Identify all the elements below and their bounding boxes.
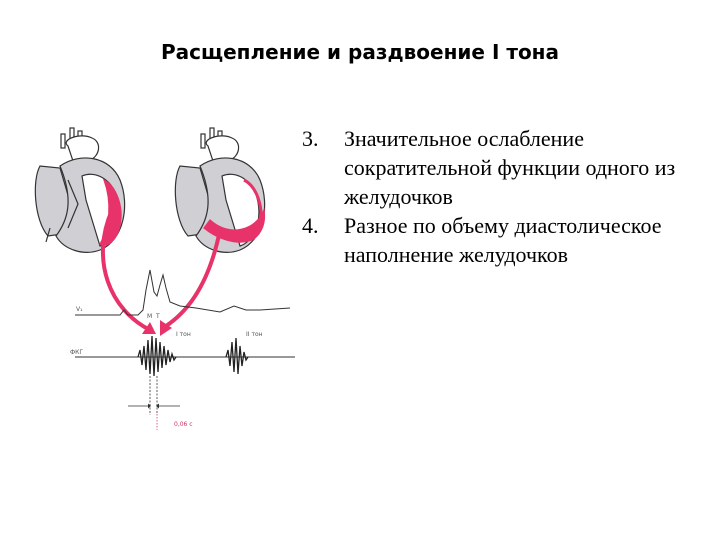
- label-t: T: [155, 313, 160, 320]
- pcg-second-sound: [225, 337, 249, 375]
- reason-list: 3. Значительное ослабление сократительно…: [302, 124, 712, 269]
- label-tone-1: I тон: [176, 331, 191, 338]
- label-fkg: ФКГ: [70, 349, 83, 356]
- interval-arrowhead-right: [156, 403, 159, 409]
- heart-sound-figure: V₁ ФКГ M T I тон II тон 0,06 с: [20, 110, 305, 440]
- heart-left-diagram: [34, 127, 126, 253]
- ecg-trace: [75, 269, 291, 316]
- list-number: 3.: [302, 126, 319, 151]
- slide-title: Расщепление и раздвоение I тона: [160, 40, 559, 64]
- label-m: M: [147, 313, 152, 320]
- list-item: 4. Разное по объему диастолическое напол…: [302, 211, 712, 269]
- pcg-first-sound: [137, 335, 177, 377]
- list-text: Разное по объему диастолическое наполнен…: [344, 213, 662, 267]
- arrow-right: [160, 229, 222, 336]
- list-item: 3. Значительное ослабление сократительно…: [302, 124, 712, 211]
- list-text: Значительное ослабление сократительной ф…: [344, 126, 676, 209]
- heart-diagram-svg: V₁ ФКГ M T I тон II тон 0,06 с: [34, 127, 295, 430]
- label-interval: 0,06 с: [174, 421, 193, 428]
- interval-arrowhead-left: [148, 403, 151, 409]
- label-tone-2: II тон: [246, 331, 263, 338]
- list-number: 4.: [302, 213, 319, 238]
- arrow-left: [100, 209, 156, 334]
- label-v1: V₁: [76, 306, 83, 313]
